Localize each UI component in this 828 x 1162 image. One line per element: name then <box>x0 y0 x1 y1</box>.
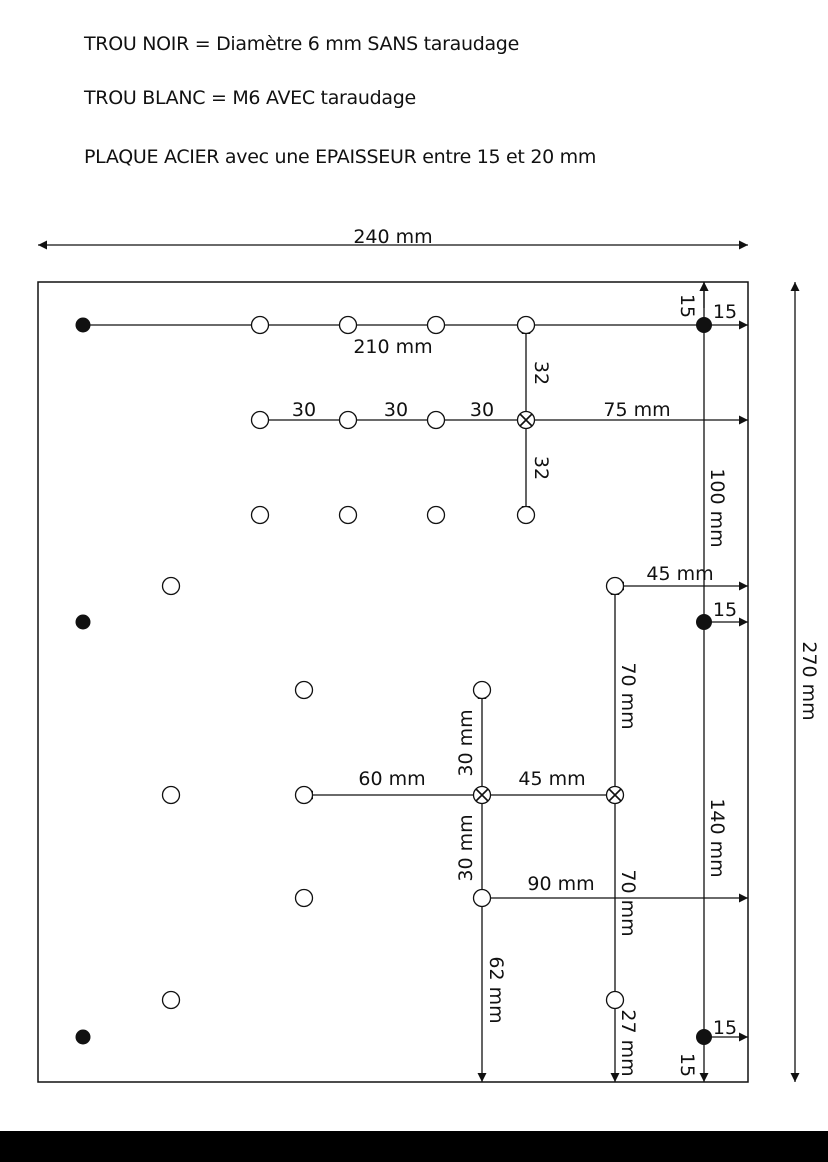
white-hole <box>426 410 446 430</box>
label-30-up: 30 mm <box>455 709 477 776</box>
white-hole <box>426 315 446 335</box>
white-hole <box>294 680 314 700</box>
white-hole <box>338 410 358 430</box>
white-hole <box>605 576 625 596</box>
black-hole <box>75 1029 91 1045</box>
plate-drawing: 240 mm 210 mm 15 15 30 30 30 75 mm 32 32… <box>37 226 820 1083</box>
label-90: 90 mm <box>527 873 594 895</box>
white-hole <box>338 315 358 335</box>
black-hole <box>696 317 712 333</box>
label-15-mid: 15 <box>713 599 737 621</box>
white-hole <box>294 785 314 805</box>
plate-outline <box>37 281 749 1083</box>
label-140: 140 mm <box>706 798 728 877</box>
label-15-top-right: 15 <box>713 301 737 323</box>
white-hole <box>516 315 536 335</box>
label-45-right: 45 mm <box>646 563 713 585</box>
label-30-down: 30 mm <box>455 814 477 881</box>
black-hole <box>696 1029 712 1045</box>
label-60: 60 mm <box>358 768 425 790</box>
label-32-down: 32 <box>530 456 552 480</box>
white-hole <box>472 680 492 700</box>
black-hole <box>75 614 91 630</box>
white-hole <box>250 410 270 430</box>
white-hole <box>605 990 625 1010</box>
label-15-top-rot: 15 <box>676 294 698 318</box>
label-15-bottom-right: 15 <box>713 1017 737 1039</box>
white-hole <box>516 505 536 525</box>
white-hole <box>472 888 492 908</box>
label-240: 240 mm <box>353 226 432 248</box>
label-32-up: 32 <box>530 361 552 385</box>
label-210: 210 mm <box>353 336 432 358</box>
note-white-hole: TROU BLANC = M6 AVEC taraudage <box>84 87 416 109</box>
label-30-a: 30 <box>292 399 316 421</box>
white-hole <box>250 505 270 525</box>
white-hole <box>161 990 181 1010</box>
white-hole <box>338 505 358 525</box>
label-270: 270 mm <box>798 641 820 720</box>
label-100: 100 mm <box>706 468 728 547</box>
white-hole <box>161 785 181 805</box>
white-hole <box>250 315 270 335</box>
footer-bar <box>0 1131 828 1162</box>
label-70-b: 70 mm <box>617 869 639 936</box>
label-27: 27 mm <box>617 1009 639 1076</box>
white-hole <box>294 888 314 908</box>
label-75: 75 mm <box>603 399 670 421</box>
label-30-c: 30 <box>470 399 494 421</box>
note-plate-thickness: PLAQUE ACIER avec une EPAISSEUR entre 15… <box>84 146 597 168</box>
label-62: 62 mm <box>485 956 507 1023</box>
white-hole <box>426 505 446 525</box>
black-hole <box>75 317 91 333</box>
black-hole <box>696 614 712 630</box>
label-45-mid: 45 mm <box>518 768 585 790</box>
white-hole <box>161 576 181 596</box>
label-70-a: 70 mm <box>617 662 639 729</box>
note-black-hole: TROU NOIR = Diamètre 6 mm SANS taraudage <box>84 33 519 55</box>
label-15-bottom-rot: 15 <box>676 1053 698 1077</box>
label-30-b: 30 <box>384 399 408 421</box>
